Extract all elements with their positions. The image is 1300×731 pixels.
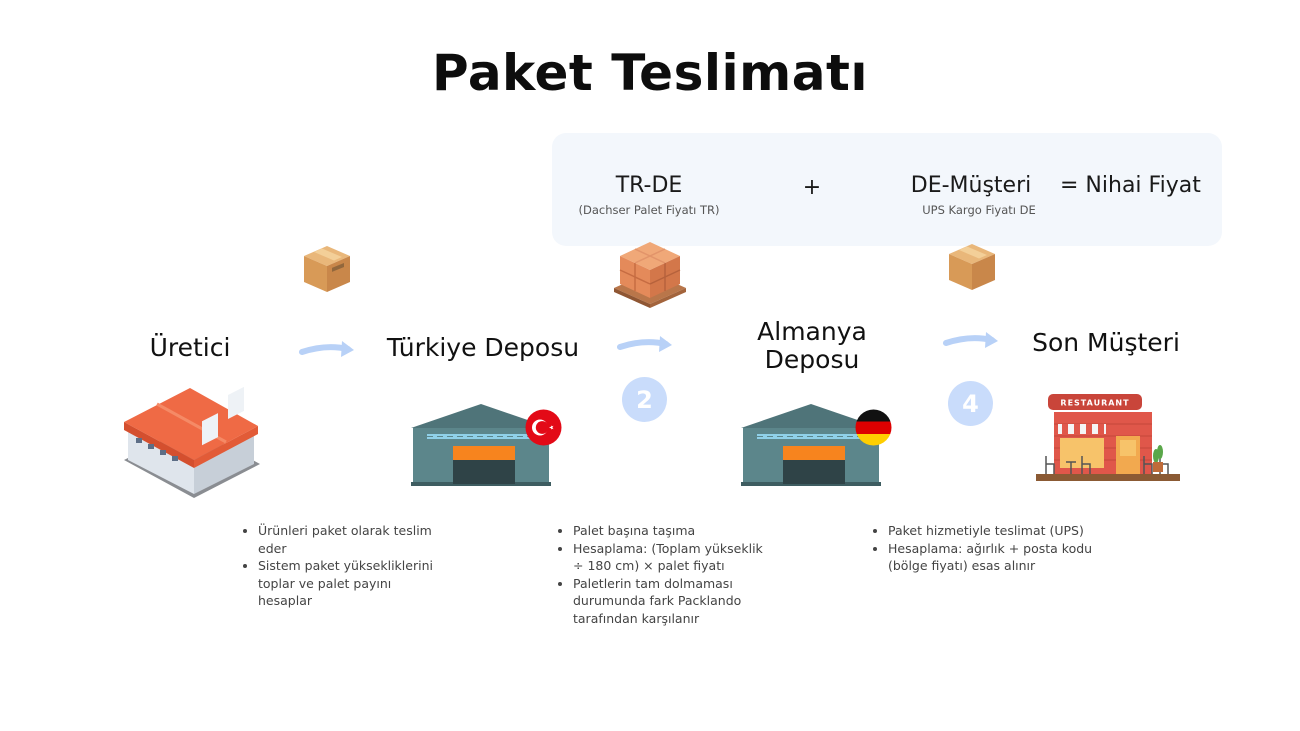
germany-flag-icon <box>855 409 892 446</box>
node-almanya-deposu-line1: Almanya <box>757 317 867 346</box>
turkey-flag-icon <box>525 409 562 446</box>
formula-tr-de-sub: (Dachser Palet Fiyatı TR) <box>578 203 720 217</box>
arrow-right-icon <box>299 341 354 357</box>
node-turkiye-deposu-label: Türkiye Deposu <box>386 333 580 362</box>
formula-result: = Nihai Fiyat <box>1060 173 1201 198</box>
note-item: Sistem paket yüksekliklerini toplar ve p… <box>258 557 448 610</box>
node-uretici-label: Üretici <box>149 333 231 362</box>
notes-uretici: Ürünleri paket olarak teslim eder Sistem… <box>242 522 448 610</box>
note-item: Hesaplama: ağırlık + posta kodu (bölge f… <box>888 540 1098 575</box>
parcel-icon <box>949 244 995 290</box>
restaurant-icon: RESTAURANT <box>1036 394 1180 481</box>
note-item: Hesaplama: (Toplam yükseklik ÷ 180 cm) ×… <box>573 540 773 575</box>
warehouse-icon <box>411 404 551 486</box>
page-title: Paket Teslimatı <box>432 44 868 102</box>
step-badge-4: 4 <box>948 381 993 426</box>
restaurant-sign-text: RESTAURANT <box>1060 399 1129 408</box>
notes-paket: Paket hizmetiyle teslimat (UPS) Hesaplam… <box>872 522 1098 575</box>
step-badge-2: 2 <box>622 377 667 422</box>
formula-de-musteri-sub: UPS Kargo Fiyatı DE <box>922 203 1036 217</box>
note-item: Paletlerin tam dolmaması durumunda fark … <box>573 575 773 628</box>
note-item: Paket hizmetiyle teslimat (UPS) <box>888 522 1098 540</box>
note-item: Ürünleri paket olarak teslim eder <box>258 522 448 557</box>
parcel-icon <box>304 246 350 292</box>
node-almanya-deposu-line2: Deposu <box>764 345 860 374</box>
node-almanya-deposu-label: Almanya Deposu <box>757 318 867 374</box>
arrow-right-icon <box>943 332 998 348</box>
pallet-boxes-icon <box>614 242 686 308</box>
arrow-right-icon <box>617 336 672 352</box>
notes-palet: Palet başına taşıma Hesaplama: (Toplam y… <box>557 522 773 628</box>
formula-tr-de: TR-DE <box>615 173 683 198</box>
formula-de-musteri: DE-Müşteri <box>910 173 1032 198</box>
factory-icon <box>124 386 260 498</box>
node-son-musteri-label: Son Müşteri <box>1032 328 1180 357</box>
warehouse-icon <box>741 404 881 486</box>
formula-panel <box>552 133 1222 246</box>
note-item: Palet başına taşıma <box>573 522 773 540</box>
formula-plus: + <box>802 175 822 200</box>
